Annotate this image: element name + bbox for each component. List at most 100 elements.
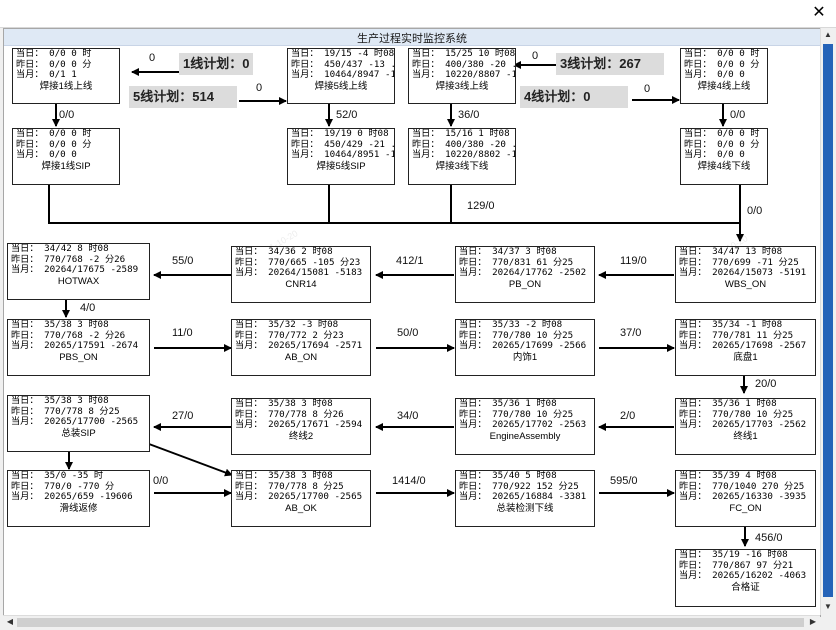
station-today: 当日： 19/15 -4 时08: [291, 48, 395, 59]
station-month: 当月： 20264/17762 -2502: [459, 267, 587, 278]
station-engine-assembly[interactable]: 当日： 35/36 1 时08 昨日： 770/780 10 分25 当月： 2…: [455, 398, 595, 455]
close-icon[interactable]: ✕: [812, 4, 826, 21]
station-final1[interactable]: 当日： 35/36 1 时08 昨日： 770/780 10 分25 当月： 2…: [675, 398, 816, 455]
station-yesterday: 昨日： 770/699 -71 分25: [679, 256, 799, 268]
station-today: 当日： 35/19 -16 时08: [679, 549, 788, 560]
station-name: HOTWAX: [57, 275, 100, 287]
flow-count: 0: [256, 82, 263, 94]
station-final-sip[interactable]: 当日： 35/38 3 时08 昨日： 770/778 8 分25 当月： 20…: [7, 395, 150, 452]
station-hotwax[interactable]: 当日： 34/42 8 时08 昨日： 770/768 -2 分26 当月： 2…: [7, 243, 150, 300]
flow-count: 4/0: [80, 302, 96, 314]
arrow-right-icon[interactable]: ▶: [809, 617, 817, 626]
station-certificate[interactable]: 当日： 35/19 -16 时08 昨日： 770/867 97 分21 当月：…: [675, 549, 816, 607]
flow-count: 412/1: [396, 255, 424, 267]
station-yesterday: 昨日： 770/778 8 分25: [11, 405, 120, 417]
station-month: 当月： 10464/8947 -1...: [291, 69, 395, 80]
flow-count: 0/0: [730, 109, 746, 121]
station-wbs-on[interactable]: 当日： 34/47 13 时08 昨日： 770/699 -71 分25 当月：…: [675, 246, 816, 303]
page-title: 生产过程实时监控系统: [357, 33, 467, 45]
station-weld4-on[interactable]: 当日： 0/0 0 时 昨日： 0/0 0 分 当月： 0/0 0 焊接4线上线: [680, 48, 768, 104]
station-weld5-sip[interactable]: 当日： 19/19 0 时08 昨日： 450/429 -21 ... 当月： …: [287, 128, 395, 185]
station-name: 总装SIP: [61, 427, 96, 439]
flow-canvas: 2021-10-20 2021-10-20: [4, 29, 820, 616]
station-yesterday: 昨日： 770/665 -105 分23: [235, 256, 361, 268]
station-final-test[interactable]: 当日： 35/40 5 时08 昨日： 770/922 152 分25 当月： …: [455, 470, 595, 527]
flow-count: 27/0: [172, 410, 194, 422]
arrow-up-icon[interactable]: ▲: [824, 30, 832, 39]
station-name: PBS_ON: [59, 351, 98, 363]
station-trim1[interactable]: 当日： 35/33 -2 时08 昨日： 770/780 10 分25 当月： …: [455, 319, 595, 376]
station-ab-ok[interactable]: 当日： 35/38 3 时08 昨日： 770/778 8 分25 当月： 20…: [231, 470, 371, 527]
station-pb-on[interactable]: 当日： 34/37 3 时08 昨日： 770/831 61 分25 当月： 2…: [455, 246, 595, 303]
station-final2[interactable]: 当日： 35/38 3 时08 昨日： 770/778 8 分26 当月： 20…: [231, 398, 371, 455]
flow-count: 129/0: [467, 200, 495, 212]
station-yesterday: 昨日： 400/380 -20 ...: [412, 138, 515, 150]
station-month: 当月： 20265/17694 -2571: [235, 340, 363, 351]
station-today: 当日： 35/38 3 时08: [235, 398, 333, 409]
station-yesterday: 昨日： 770/778 8 分25: [235, 480, 344, 492]
station-fc-on[interactable]: 当日： 35/39 4 时08 昨日： 770/1040 270 分25 当月：…: [675, 470, 816, 527]
horizontal-scroll-thumb[interactable]: [17, 618, 804, 627]
station-cnr14[interactable]: 当日： 34/36 2 时08 昨日： 770/665 -105 分23 当月：…: [231, 246, 371, 303]
station-weld3-off[interactable]: 当日： 15/16 1 时08 昨日： 400/380 -20 ... 当月： …: [408, 128, 516, 185]
arrow-down-icon[interactable]: ▼: [824, 602, 832, 611]
station-yesterday: 昨日： 770/831 61 分25: [459, 256, 574, 268]
station-month: 当月： 20265/17700 -2565: [235, 491, 363, 502]
station-ab-on[interactable]: 当日： 35/32 -3 时08 昨日： 770/772 2 分23 当月： 2…: [231, 319, 371, 376]
flow-count: 11/0: [172, 327, 193, 339]
station-month: 当月： 20265/17702 -2563: [459, 419, 587, 430]
station-name: 合格证: [731, 581, 760, 593]
station-today: 当日： 34/37 3 时08: [459, 246, 557, 257]
station-today: 当日： 0/0 0 时: [684, 48, 760, 59]
station-yesterday: 昨日： 450/437 -13 ...: [291, 58, 394, 70]
station-month: 当月： 20265/659 -19606: [11, 491, 133, 502]
station-yesterday: 昨日： 770/772 2 分23: [235, 329, 344, 341]
station-weld1-sip[interactable]: 当日： 0/0 0 时 昨日： 0/0 0 分 当月： 0/0 0 焊接1线SI…: [12, 128, 120, 185]
station-month: 当月： 0/0 0: [16, 149, 77, 160]
station-yesterday: 昨日： 770/781 11 分25: [679, 329, 794, 341]
title-bar: 生产过程实时监控系统: [4, 29, 820, 46]
station-name: 总装检测下线: [496, 502, 554, 514]
station-weld4-off[interactable]: 当日： 0/0 0 时 昨日： 0/0 0 分 当月： 0/0 0 焊接4线下线: [680, 128, 768, 185]
flow-count: 20/0: [755, 378, 777, 390]
station-rework[interactable]: 当日： 35/0 -35 时 昨日： 770/0 -770 分 当月： 2026…: [7, 470, 150, 527]
station-month: 当月： 20265/17698 -2567: [679, 340, 807, 351]
station-weld1-on[interactable]: 当日： 0/0 0 时 昨日： 0/0 0 分 当月： 0/1 1 焊接1线上线: [12, 48, 120, 104]
flow-arrow: [48, 185, 740, 224]
station-today: 当日： 34/36 2 时08: [235, 246, 333, 257]
station-name: 滑线返修: [59, 502, 98, 514]
station-name: 底盘1: [733, 351, 758, 363]
flow-count: 0/0: [59, 109, 75, 121]
flow-arrow: [148, 443, 233, 477]
flow-count: 2/0: [620, 410, 636, 422]
vertical-scrollbar[interactable]: ▲ ▼: [820, 28, 835, 615]
flow-count: 0/0: [747, 205, 763, 217]
station-today: 当日： 0/0 0 时: [684, 128, 760, 139]
station-name: FC_ON: [729, 502, 762, 514]
flow-count: 52/0: [336, 109, 358, 121]
station-yesterday: 昨日： 770/780 10 分25: [459, 329, 574, 341]
station-month: 当月： 20264/17675 -2589: [11, 264, 139, 275]
plan-line4: 4线计划：0: [520, 86, 628, 108]
station-weld3-on[interactable]: 当日： 15/25 10 时08 昨日： 400/380 -20 ... 当月：…: [408, 48, 516, 104]
station-name: 终线1: [733, 430, 758, 442]
station-chassis1[interactable]: 当日： 35/34 -1 时08 昨日： 770/781 11 分25 当月： …: [675, 319, 816, 376]
station-yesterday: 昨日： 450/429 -21 ...: [291, 138, 394, 150]
station-name: 焊接3线上线: [435, 80, 489, 92]
station-month: 当月： 20265/17700 -2565: [11, 416, 139, 427]
station-yesterday: 昨日： 770/0 -770 分: [11, 480, 115, 492]
horizontal-scrollbar[interactable]: ◀ ▶: [3, 615, 820, 629]
flow-count: 0: [149, 52, 156, 64]
window-top-bar: ✕: [0, 0, 836, 28]
arrow-left-icon[interactable]: ◀: [6, 617, 14, 626]
station-today: 当日： 35/38 3 时08: [11, 319, 109, 330]
station-month: 当月： 20265/16202 -4063: [679, 570, 807, 581]
station-weld5-on[interactable]: 当日： 19/15 -4 时08 昨日： 450/437 -13 ... 当月：…: [287, 48, 395, 104]
station-today: 当日： 35/36 1 时08: [679, 398, 777, 409]
station-yesterday: 昨日： 0/0 0 分: [684, 58, 760, 70]
vertical-scroll-thumb[interactable]: [823, 44, 833, 597]
station-today: 当日： 35/33 -2 时08: [459, 319, 563, 330]
station-pbs-on[interactable]: 当日： 35/38 3 时08 昨日： 770/768 -2 分26 当月： 2…: [7, 319, 150, 376]
station-month: 当月： 20265/17671 -2594: [235, 419, 363, 430]
